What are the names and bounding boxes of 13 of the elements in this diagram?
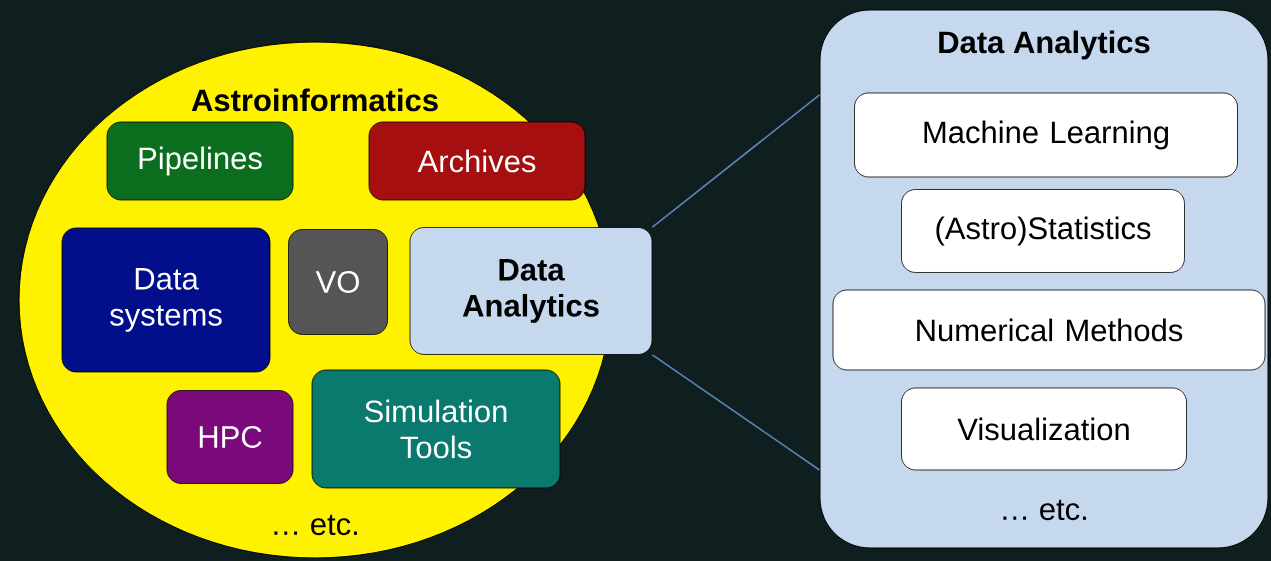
connector-line [651,94,821,228]
process-box: Machine Learning [854,92,1238,178]
process-box: Simulation Tools [311,369,561,489]
process-box: Archives [368,121,586,201]
connector-line [651,354,821,471]
process-box: Numerical Methods [832,289,1266,371]
process-box: HPC [166,390,294,484]
process-box: Data systems [61,227,271,373]
process-box: Visualization [901,387,1187,471]
process-box: Data Analytics [409,227,653,355]
process-box: (Astro)Statistics [901,189,1185,273]
process-box: Pipelines [106,121,294,201]
process-box: VO [288,229,388,335]
